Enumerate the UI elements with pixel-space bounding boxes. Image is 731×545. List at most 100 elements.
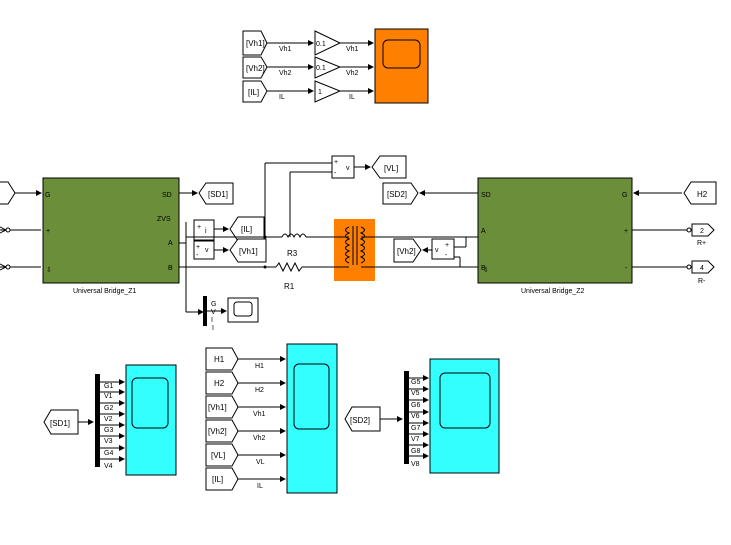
z1-port-a: A (168, 240, 173, 247)
wire-label-vh2: Vh2 (279, 70, 292, 77)
bus1-g4: G4 (104, 450, 113, 457)
top-scope-screen (382, 39, 421, 69)
current-measurement-block[interactable] (193, 219, 215, 241)
from-tag-h1-label: H1 (214, 355, 225, 364)
gain-block-vh2[interactable] (314, 56, 342, 79)
from-tag-h2-bottom[interactable] (205, 371, 239, 395)
gain-value-il: 1 (318, 89, 322, 96)
port-4-number: 4 (700, 265, 704, 272)
from-tag-h2-label: H2 (697, 190, 708, 199)
vmeas-vh1-v: v (205, 247, 209, 254)
z1-port-plus: + (46, 228, 50, 235)
z2-title: Universal Bridge_Z2 (521, 288, 585, 295)
z1-port-sd: SD (162, 192, 172, 199)
gvi-label-g: G (211, 301, 216, 308)
out-label-vh1: Vh1 (346, 46, 359, 53)
wire-label-vh1: Vh1 (279, 46, 292, 53)
from-tag-vl-bottom-label: [VL] (211, 451, 225, 460)
bus1-g3: G3 (104, 427, 113, 434)
universal-bridge-z2[interactable] (477, 177, 633, 284)
voltage-measurement-vh2[interactable] (431, 238, 455, 260)
wire-vh1: Vh1 (253, 411, 266, 418)
wire-h2: H2 (255, 387, 264, 394)
from-tag-h2[interactable] (683, 181, 717, 205)
port-2-label: R+ (697, 240, 706, 247)
bus2-v6: V6 (411, 413, 420, 420)
out-label-vh2: Vh2 (346, 70, 359, 77)
vmeas-vh2-v: v (435, 247, 439, 254)
from-tag-il-bottom-label: [IL] (212, 475, 223, 484)
z2-port-a: A (481, 228, 486, 235)
goto-tag-sd2-label: [SD2] (387, 190, 407, 199)
bus-selector-2 (404, 371, 409, 464)
port-4[interactable] (691, 260, 715, 274)
bus1-v2: V2 (104, 416, 113, 423)
from-tag-vh1[interactable] (242, 30, 268, 56)
bottom-mid-group: H1 H2 [Vh1] [Vh2] [VL] [IL] H1 H2 Vh1 Vh… (205, 343, 338, 494)
goto-tag-il[interactable] (229, 216, 265, 242)
goto-tag-sd1[interactable] (198, 182, 234, 205)
left-input-tag-g[interactable] (0, 181, 16, 205)
from-tag-il-bottom[interactable] (205, 467, 239, 491)
right-bridge-group: SD A B ⇩ G + - Universal Bridge_Z2 H2 2 … (477, 177, 717, 295)
port-2[interactable] (691, 223, 715, 237)
gain-block-vh1[interactable] (314, 30, 342, 56)
bus2-g8: G8 (411, 448, 420, 455)
from-tag-vl-bottom[interactable] (205, 443, 239, 467)
gvi-bus-bar (203, 296, 207, 326)
port-4-label: R- (698, 278, 706, 285)
inductor[interactable] (281, 233, 307, 239)
z1-port-ground-glyph: ⇩ (46, 266, 52, 274)
gvi-out-label: I (212, 325, 214, 332)
current-meas-plus: + (197, 224, 201, 231)
z1-port-g: G (45, 192, 50, 199)
z1-title: Universal Bridge_Z1 (73, 288, 137, 295)
scope-bottom-left-screen (131, 377, 169, 429)
scope-bottom-right-screen (439, 372, 491, 429)
goto-tag-il-label: [IL] (241, 225, 252, 234)
r1-label: R1 (284, 282, 295, 291)
bus2-v5: V5 (411, 390, 420, 397)
gain-block-il[interactable] (314, 80, 342, 103)
from-tag-sd2-label: [SD2] (350, 416, 370, 425)
wire-vl: VL (256, 459, 265, 466)
gvi-group: G V I I (203, 296, 259, 332)
transformer[interactable] (334, 219, 375, 281)
vmeas-vl-minus: - (334, 170, 337, 177)
vmeas-vh1-minus: - (196, 252, 199, 259)
vmeas-vh2-plus: + (445, 242, 449, 249)
goto-tag-vh2[interactable] (393, 238, 422, 263)
bus1-g2: G2 (104, 405, 113, 412)
goto-tag-vl-label: [VL] (384, 164, 398, 173)
goto-tag-vh1[interactable] (229, 238, 267, 263)
from-tag-h2-bottom-label: H2 (214, 379, 225, 388)
bus2-v7: V7 (411, 436, 420, 443)
goto-tag-vl[interactable] (371, 155, 407, 179)
from-tag-il[interactable] (242, 80, 268, 103)
wire-label-il: IL (279, 94, 285, 101)
gvi-label-v: V (211, 309, 216, 316)
from-tag-vh1-bottom[interactable] (205, 395, 239, 419)
from-tag-sd1-label: [SD1] (50, 419, 70, 428)
from-tag-vh2[interactable] (242, 56, 268, 79)
wire-h1: H1 (255, 363, 264, 370)
z1-port-b: B (168, 265, 173, 272)
from-tag-vh2-bottom[interactable] (205, 419, 239, 443)
bus1-g1: G1 (104, 383, 113, 390)
resistor[interactable] (275, 261, 303, 273)
from-tag-h1[interactable] (205, 347, 239, 371)
z2-port-g: G (622, 192, 627, 199)
bus2-g6: G6 (411, 402, 420, 409)
goto-tag-sd2[interactable] (382, 182, 419, 205)
wire-vh2: Vh2 (253, 435, 266, 442)
out-label-il: IL (349, 94, 355, 101)
vmeas-vh2-minus: - (445, 252, 448, 259)
bus2-v8: V8 (411, 461, 420, 468)
goto-tag-sd1-label: [SD1] (208, 190, 228, 199)
bottom-left-group: [SD1] G1 V1 G2 V2 G3 V3 G4 V4 (43, 364, 177, 476)
bus2-g5: G5 (411, 379, 420, 386)
vmeas-vl-v: v (346, 165, 350, 172)
gvi-scope-screen (233, 301, 253, 317)
universal-bridge-z1[interactable] (42, 177, 180, 284)
current-meas-i: i (205, 228, 207, 235)
